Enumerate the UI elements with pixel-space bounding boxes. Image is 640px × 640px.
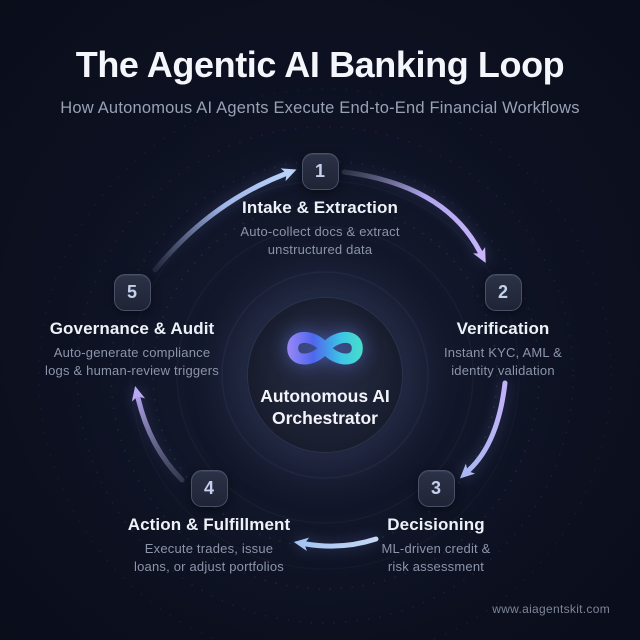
step-5-number-badge: 5 [113,274,151,311]
page-title: The Agentic AI Banking Loop [75,44,565,85]
step-3-title: Decisioning [387,515,485,534]
step-action-fulfillment: 4 Action & Fulfillment Execute trades, i… [74,470,344,575]
infinity-icon [287,331,363,365]
step-governance-audit: 5 Governance & Audit Auto-generate compl… [7,274,257,379]
step-5-title: Governance & Audit [49,319,215,338]
step-verification: 2 Verification Instant KYC, AML & identi… [403,274,603,379]
header: The Agentic AI Banking Loop How Autonomo… [0,44,640,118]
website-url: www.aiagentskit.com [492,602,610,616]
step-3-description: ML-driven credit & risk assessment [381,541,491,574]
step-4-description: Execute trades, issue loans, or adjust p… [134,541,284,574]
step-4-title: Action & Fulfillment [127,515,291,534]
step-decisioning: 3 Decisioning ML-driven credit & risk as… [331,470,541,575]
step-3-number-badge: 3 [417,470,455,507]
arrow-step4-to-step5 [131,385,185,483]
step-2-number-badge: 2 [484,274,522,311]
page-subtitle: How Autonomous AI Agents Execute End-to-… [60,99,580,117]
step-2-description: Instant KYC, AML & identity validation [443,345,562,378]
step-5-description: Auto-generate compliance logs & human-re… [45,345,219,378]
step-1-number-badge: 1 [301,153,339,190]
step-intake-extraction: 1 Intake & Extraction Auto-collect docs … [190,153,450,258]
orchestrator-node: Autonomous AI Orchestrator [248,298,402,452]
step-1-description: Auto-collect docs & extract unstructured… [240,224,400,257]
arrow-step2-to-step3 [459,380,508,479]
step-4-number-badge: 4 [190,470,228,507]
step-1-title: Intake & Extraction [242,198,398,217]
step-2-title: Verification [456,319,550,338]
orchestrator-label: Autonomous AI Orchestrator [260,386,390,428]
